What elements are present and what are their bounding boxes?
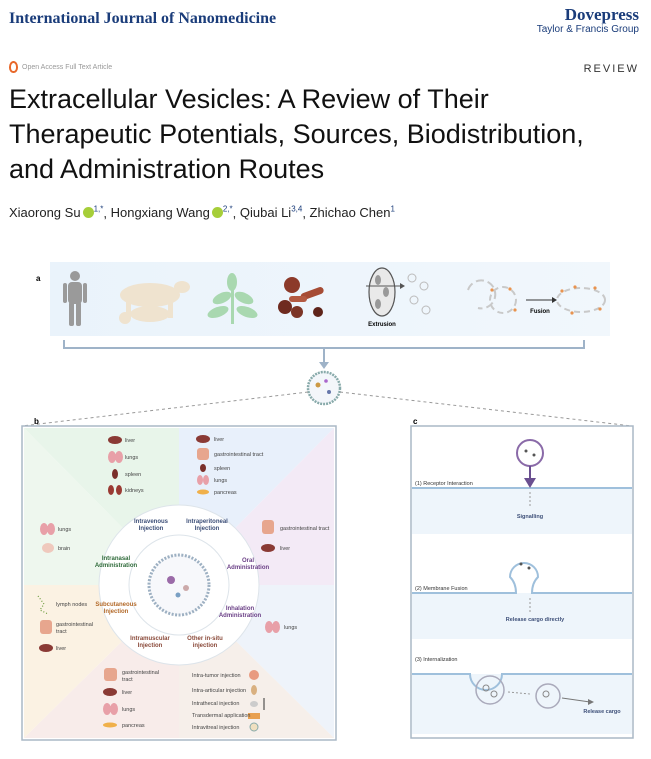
step-3-title: (3) Internalization xyxy=(415,657,458,663)
organ-label: lungs xyxy=(122,707,135,713)
organ-label: lungs xyxy=(125,455,138,461)
fusion-icon xyxy=(467,279,606,315)
article-title: Extracellular Vesicles: A Review of Thei… xyxy=(9,82,639,187)
organ-label: lungs xyxy=(58,527,71,533)
arrow-head-icon xyxy=(319,362,329,369)
organ-label: lungs xyxy=(214,478,227,484)
title-line-1: Extracellular Vesicles: A Review of Thei… xyxy=(9,84,489,114)
organ-label: pancreas xyxy=(214,490,237,496)
step-2-result: Release cargo directly xyxy=(506,617,565,623)
open-access-label: Open Access Full Text Article xyxy=(22,63,113,71)
organ-label: spleen xyxy=(214,466,230,472)
panel-c-label: c xyxy=(413,417,418,426)
author-3[interactable]: Qiubai Li3,4 xyxy=(239,205,303,221)
insitu-label: Intravitreal injection xyxy=(192,725,239,731)
internalization-step xyxy=(412,673,632,734)
fusion-label: Fusion xyxy=(530,309,550,315)
step-2-title: (2) Membrane Fusion xyxy=(415,586,468,592)
orcid-icon[interactable] xyxy=(82,207,94,219)
organ-label: liver xyxy=(125,438,135,444)
title-line-3: and Administration Routes xyxy=(9,154,325,184)
organ-label: liver xyxy=(214,437,224,443)
organ-label: lungs xyxy=(284,625,297,631)
open-access-icon xyxy=(9,61,18,73)
plant-icon xyxy=(207,273,258,324)
panel-b-radial xyxy=(21,425,337,741)
bacteria-icon xyxy=(278,277,324,318)
receptor-interaction-step xyxy=(412,439,632,534)
organ-label: liver xyxy=(122,690,132,696)
publisher-subtitle: Taylor & Francis Group xyxy=(536,24,639,35)
publisher-name: Dovepress xyxy=(564,5,639,24)
journal-name: International Journal of Nanomedicine xyxy=(9,10,277,27)
organ-label: spleen xyxy=(125,472,141,478)
membrane-fusion-step xyxy=(412,562,632,639)
human-icon xyxy=(63,271,87,326)
step-1-title: (1) Receptor Interaction xyxy=(415,481,473,487)
organ-label: gastrointestinal tract xyxy=(280,526,330,532)
organ-label: pancreas xyxy=(122,723,145,729)
organ-icons xyxy=(37,435,280,732)
author-4[interactable]: Zhichao Chen1 xyxy=(309,205,395,221)
title-line-2: Therapeutic Potentials, Sources, Biodist… xyxy=(9,119,584,149)
insitu-label: Intra-tumor injection xyxy=(192,673,241,679)
extracellular-vesicle-icon xyxy=(306,370,342,406)
dashed-guide-right xyxy=(339,391,633,427)
panel-a-label: a xyxy=(36,274,41,283)
extrusion-icon xyxy=(366,267,431,317)
organ-label: brain xyxy=(58,546,70,552)
organ-label: kidneys xyxy=(125,488,144,494)
orcid-icon[interactable] xyxy=(211,207,223,219)
publisher-logo: Dovepress Taylor & Francis Group xyxy=(537,6,639,36)
step-3-result: Release cargo xyxy=(583,709,621,715)
panel-b-label: b xyxy=(34,417,39,426)
extrusion-label: Extrusion xyxy=(368,322,396,328)
dashed-guide-left xyxy=(21,391,309,427)
organ-label: lymph nodes xyxy=(56,602,87,608)
insitu-label: Intrathecal injection xyxy=(192,701,239,707)
insitu-label: Transdermal application xyxy=(192,713,251,719)
organ-label: liver xyxy=(56,646,66,652)
organ-label: liver xyxy=(280,546,290,552)
insitu-label: Intra-articular injection xyxy=(192,688,246,694)
panel-a-bracket xyxy=(63,340,585,349)
organ-label: gastrointestinal tract xyxy=(214,452,264,458)
open-access-badge: Open Access Full Text Article xyxy=(9,61,112,73)
article-type: REVIEW xyxy=(583,63,639,75)
animal-icon xyxy=(119,281,190,324)
step-1-result: Signalling xyxy=(517,514,543,520)
